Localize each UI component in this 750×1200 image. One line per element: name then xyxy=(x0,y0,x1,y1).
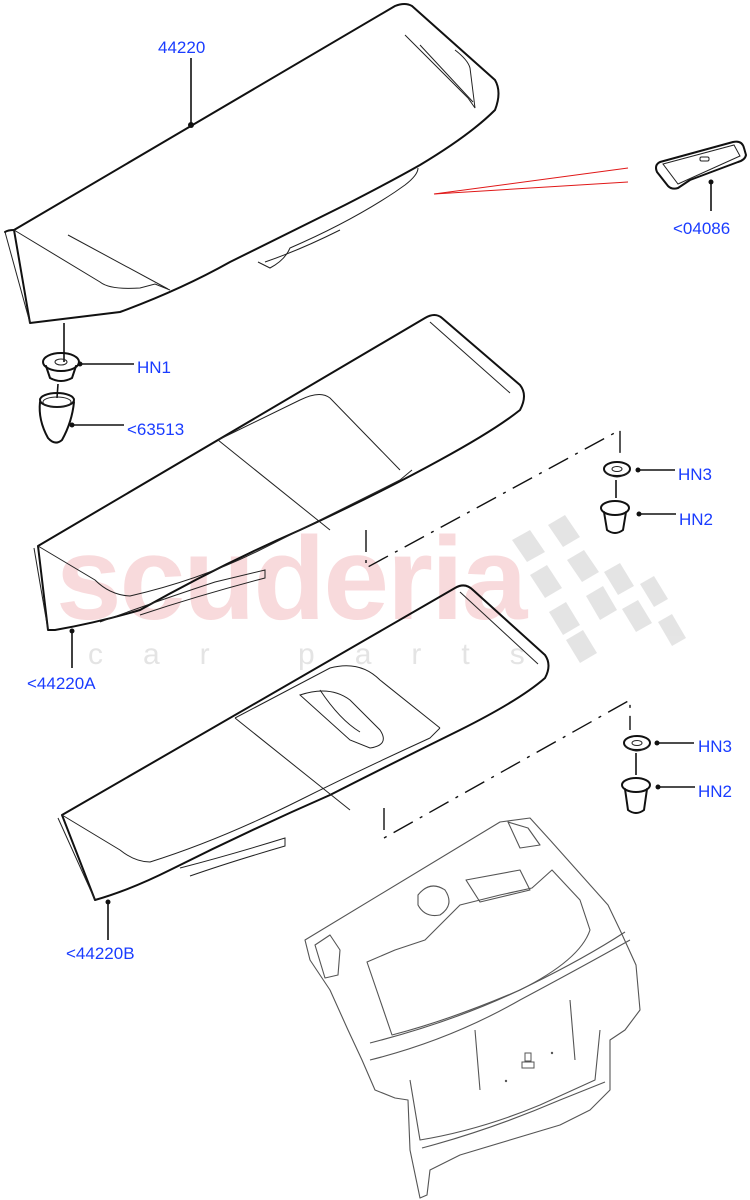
part-label-HN3-b[interactable]: HN3 xyxy=(698,737,733,756)
tailgate[interactable] xyxy=(304,817,641,1199)
part-label-63513[interactable]: <63513 xyxy=(127,420,185,439)
grommet-63513[interactable] xyxy=(38,392,75,444)
part-label-HN1[interactable]: HN1 xyxy=(137,358,172,377)
callout-lines xyxy=(433,167,629,195)
grommet-nut-HN1[interactable] xyxy=(42,352,83,382)
part-label-HN3-a[interactable]: HN3 xyxy=(678,465,713,484)
spoiler-44220A[interactable] xyxy=(33,314,525,634)
checkered-flag-watermark xyxy=(512,515,686,663)
cover-plate-04086[interactable] xyxy=(655,140,747,190)
part-label-44220[interactable]: 44220 xyxy=(158,38,206,57)
fastener-grommet-HN2-b[interactable] xyxy=(621,777,661,814)
part-label-44220B[interactable]: <44220B xyxy=(66,944,135,963)
fastener-cap-HN3-b[interactable] xyxy=(623,735,660,752)
fastener-grommet-HN2-a[interactable] xyxy=(600,500,642,534)
part-label-HN2-a[interactable]: HN2 xyxy=(679,510,714,529)
part-label-HN2-b[interactable]: HN2 xyxy=(698,782,733,801)
part-label-04086[interactable]: <04086 xyxy=(673,219,731,238)
part-label-44220A[interactable]: <44220A xyxy=(27,674,96,693)
fastener-cap-HN3-a[interactable] xyxy=(603,461,641,478)
spoiler-44220[interactable] xyxy=(4,3,500,324)
watermark-main: scuderia xyxy=(56,513,527,645)
watermark-sub: car parts xyxy=(88,638,565,671)
spoiler-44220B[interactable] xyxy=(57,584,550,905)
